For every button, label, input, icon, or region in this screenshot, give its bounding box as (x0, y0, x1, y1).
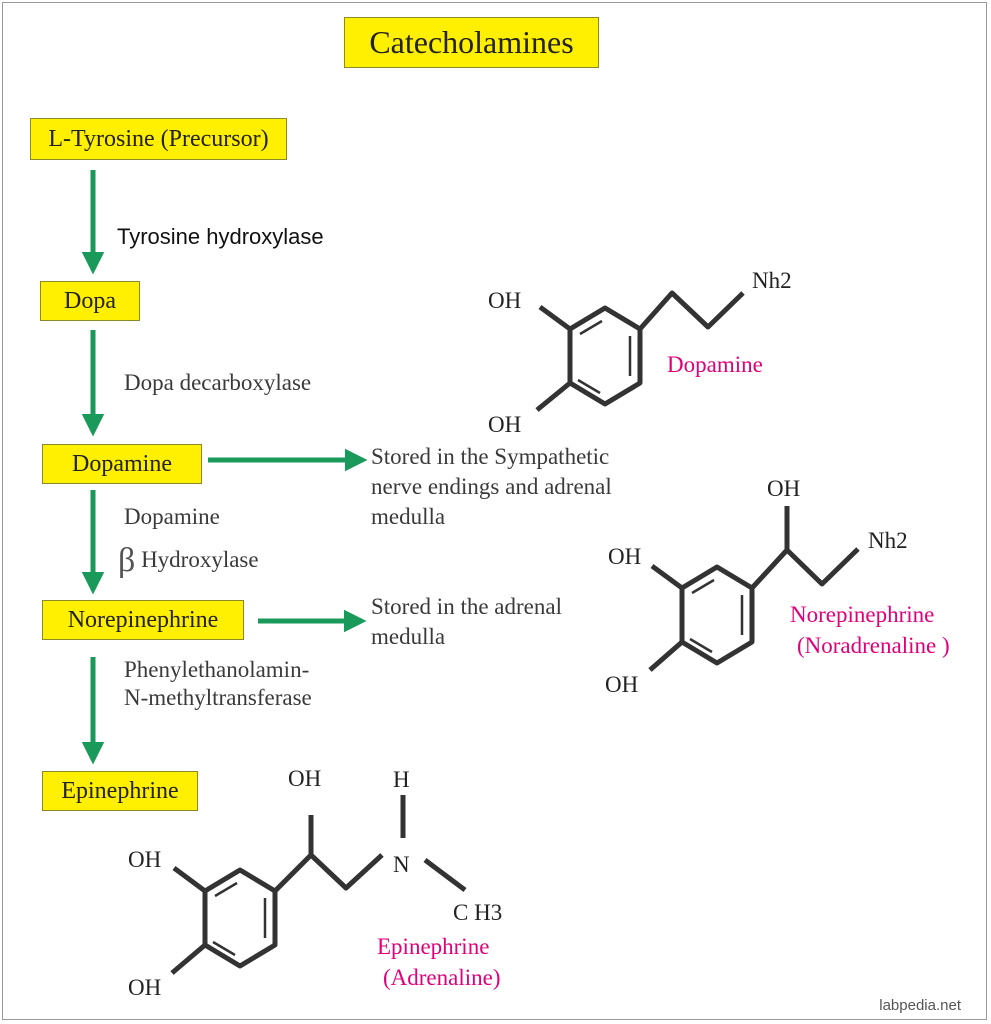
norepinephrine-structure-label-alt: (Noradrenaline ) (797, 633, 950, 658)
epinephrine-oh-side: OH (288, 766, 321, 791)
storage-dopamine-line2: nerve endings and adrenal (371, 474, 612, 499)
epinephrine-structure-label-alt: (Adrenaline) (383, 965, 501, 990)
structure-epinephrine (170, 795, 467, 975)
storage-norepinephrine-line1: Stored in the adrenal (371, 594, 562, 619)
storage-dopamine-line1: Stored in the Sympathetic (371, 444, 610, 469)
dopamine-oh-bottom: OH (488, 412, 521, 437)
norepinephrine-oh-bottom: OH (605, 672, 638, 697)
norepinephrine-structure-label: Norepinephrine (790, 602, 934, 627)
box-epinephrine: Epinephrine (42, 771, 198, 811)
epinephrine-n: N (393, 852, 410, 877)
beta-symbol: β (118, 542, 136, 579)
norepinephrine-oh-side: OH (767, 476, 800, 501)
box-dopamine: Dopamine (42, 444, 202, 484)
epinephrine-methyl: C H3 (453, 900, 502, 925)
dopamine-oh-top: OH (488, 288, 521, 313)
dopamine-amine: Nh2 (752, 268, 792, 293)
norepinephrine-amine: Nh2 (868, 528, 908, 553)
box-dopa: Dopa (40, 281, 140, 321)
diagram-title: Catecholamines (344, 17, 599, 68)
enzyme-pnmt-line2: N-methyltransferase (124, 685, 312, 710)
watermark: labpedia.net (879, 997, 961, 1014)
box-norepinephrine: Norepinephrine (42, 600, 244, 640)
epinephrine-oh-bottom: OH (128, 975, 161, 1000)
storage-norepinephrine-line2: medulla (371, 624, 446, 649)
dopamine-structure-label: Dopamine (667, 352, 763, 377)
storage-dopamine-line3: medulla (371, 504, 446, 529)
box-tyrosine: L-Tyrosine (Precursor) (30, 118, 287, 160)
norepinephrine-oh-top: OH (608, 544, 641, 569)
epinephrine-structure-label: Epinephrine (377, 934, 489, 959)
enzyme-dopa-decarboxylase: Dopa decarboxylase (124, 370, 312, 395)
enzyme-tyrosine-hydroxylase: Tyrosine hydroxylase (117, 224, 324, 249)
enzyme-dbh-line2: β Hydroxylase (118, 542, 259, 578)
enzyme-dbh-line1: Dopamine (124, 504, 220, 529)
epinephrine-h: H (393, 767, 410, 792)
enzyme-pnmt-line1: Phenylethanolamin- (124, 657, 310, 682)
enzyme-dbh-hydroxylase: Hydroxylase (141, 547, 259, 572)
structure-dopamine (535, 290, 745, 412)
structure-norepinephrine (648, 506, 860, 672)
epinephrine-oh-top: OH (128, 847, 161, 872)
